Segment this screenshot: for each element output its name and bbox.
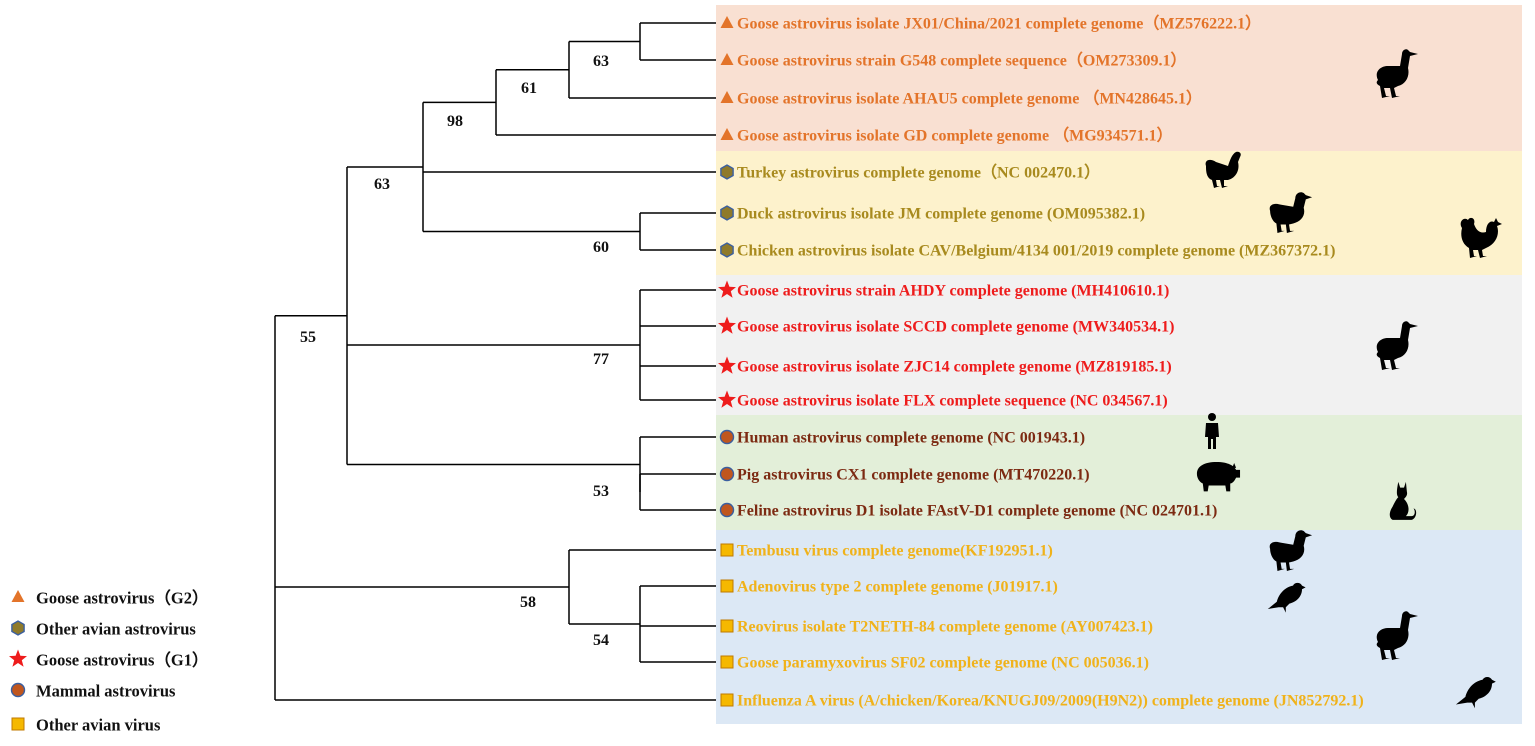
legend-label: Other avian astrovirus <box>36 620 196 639</box>
bootstrap-value: 60 <box>593 239 609 256</box>
taxon-label: Tembusu virus complete genome(KF192951.1… <box>737 543 1053 560</box>
taxon-row: Turkey astrovirus complete genome（NC 002… <box>720 164 1100 182</box>
taxon-label: Goose astrovirus isolate SCCD complete g… <box>737 319 1174 336</box>
circle-marker-icon <box>10 682 26 698</box>
bootstrap-values: 63 61 98 63 60 77 55 53 58 54 <box>300 53 609 649</box>
clade-band-4 <box>716 415 1522 530</box>
triangle-marker-icon <box>720 91 734 103</box>
taxon-row: Reovirus isolate T2NETH-84 complete geno… <box>720 619 1153 636</box>
taxon-row: Tembusu virus complete genome(KF192951.1… <box>720 543 1053 560</box>
star-marker-icon <box>9 649 27 667</box>
taxon-label: Goose astrovirus isolate FLX complete se… <box>737 393 1168 410</box>
bootstrap-value: 98 <box>447 113 463 130</box>
bootstrap-value: 63 <box>374 176 390 193</box>
star-marker-icon <box>718 316 736 334</box>
square-marker-icon <box>720 655 734 669</box>
circle-marker-icon <box>719 429 735 445</box>
taxon-row: Feline astrovirus D1 isolate FAstV-D1 co… <box>719 502 1217 520</box>
legend-label: Goose astrovirus（G1） <box>36 650 209 670</box>
taxon-label: Goose astrovirus isolate JX01/China/2021… <box>737 15 1261 33</box>
taxon-label: Human astrovirus complete genome (NC 001… <box>737 430 1085 447</box>
taxon-label: Goose astrovirus strain AHDY complete ge… <box>737 283 1169 300</box>
taxon-label: Duck astrovirus isolate JM complete geno… <box>737 206 1145 223</box>
taxon-label: Goose paramyxovirus SF02 complete genome… <box>737 655 1149 672</box>
triangle-marker-icon <box>720 53 734 65</box>
bootstrap-value: 61 <box>521 80 537 97</box>
taxon-label: Feline astrovirus D1 isolate FAstV-D1 co… <box>737 503 1217 520</box>
bootstrap-value: 53 <box>593 483 609 500</box>
triangle-marker-icon <box>720 128 734 140</box>
taxon-label: Chicken astrovirus isolate CAV/Belgium/4… <box>737 243 1335 260</box>
taxon-label: Goose astrovirus isolate GD complete gen… <box>737 127 1173 145</box>
taxon-row: Goose astrovirus isolate SCCD complete g… <box>718 316 1174 336</box>
legend-label: Mammal astrovirus <box>36 682 176 701</box>
legend-item: Mammal astrovirus <box>10 682 176 701</box>
taxon-label: Goose astrovirus isolate ZJC14 complete … <box>737 359 1172 376</box>
taxon-row: Influenza A virus (A/chicken/Korea/KNUGJ… <box>720 693 1364 710</box>
square-marker-icon <box>720 543 734 557</box>
star-marker-icon <box>718 390 736 408</box>
clade-band-5 <box>716 530 1522 724</box>
taxon-row: Chicken astrovirus isolate CAV/Belgium/4… <box>720 242 1335 260</box>
hexagon-marker-icon <box>720 164 734 180</box>
taxon-row: Goose astrovirus isolate AHAU5 complete … <box>720 90 1202 108</box>
bootstrap-value: 54 <box>593 632 609 649</box>
taxon-row: Goose astrovirus strain AHDY complete ge… <box>718 280 1169 300</box>
taxon-row: Goose astrovirus isolate GD complete gen… <box>720 127 1173 145</box>
taxon-row: Pig astrovirus CX1 complete genome (MT47… <box>719 466 1090 484</box>
square-marker-icon <box>11 717 25 731</box>
taxon-label: Turkey astrovirus complete genome（NC 002… <box>737 164 1100 182</box>
bootstrap-value: 55 <box>300 329 316 346</box>
legend-item: Other avian astrovirus <box>11 620 196 639</box>
taxon-label: Influenza A virus (A/chicken/Korea/KNUGJ… <box>737 693 1364 710</box>
taxon-row: Goose astrovirus isolate FLX complete se… <box>718 390 1168 410</box>
hexagon-marker-icon <box>720 205 734 221</box>
tree-branches <box>274 22 716 701</box>
star-marker-icon <box>718 356 736 374</box>
hexagon-marker-icon <box>11 620 25 636</box>
square-marker-icon <box>720 579 734 593</box>
clade-background-bands <box>716 5 1522 724</box>
taxon-row: Adenovirus type 2 complete genome (J0191… <box>720 579 1058 596</box>
taxon-label: Adenovirus type 2 complete genome (J0191… <box>737 579 1058 596</box>
circle-marker-icon <box>719 502 735 518</box>
taxon-label: Reovirus isolate T2NETH-84 complete geno… <box>737 619 1153 636</box>
square-marker-icon <box>720 619 734 633</box>
taxon-row: Goose astrovirus isolate ZJC14 complete … <box>718 356 1172 376</box>
taxon-row: Goose astrovirus isolate JX01/China/2021… <box>720 15 1261 33</box>
taxon-row: Goose paramyxovirus SF02 complete genome… <box>720 655 1149 672</box>
legend-label: Goose astrovirus（G2） <box>36 588 209 608</box>
taxon-row: Human astrovirus complete genome (NC 001… <box>719 429 1085 447</box>
legend-item: Goose astrovirus（G2） <box>11 588 209 608</box>
circle-marker-icon <box>719 466 735 482</box>
triangle-marker-icon <box>11 590 25 602</box>
legend-label: Other avian virus <box>36 716 161 735</box>
bootstrap-value: 58 <box>520 594 536 611</box>
taxon-row: Goose astrovirus strain G548 complete se… <box>720 52 1186 70</box>
star-marker-icon <box>718 280 736 298</box>
hexagon-marker-icon <box>720 242 734 258</box>
taxon-label: Goose astrovirus isolate AHAU5 complete … <box>737 90 1202 108</box>
bootstrap-value: 77 <box>593 351 609 368</box>
taxon-label: Pig astrovirus CX1 complete genome (MT47… <box>737 467 1090 484</box>
legend-item: Goose astrovirus（G1） <box>9 649 209 670</box>
triangle-marker-icon <box>720 16 734 28</box>
square-marker-icon <box>720 693 734 707</box>
taxon-row: Duck astrovirus isolate JM complete geno… <box>720 205 1145 223</box>
legend-item: Other avian virus <box>11 716 161 735</box>
taxon-labels: Goose astrovirus isolate JX01/China/2021… <box>718 15 1364 710</box>
clade-band-2 <box>716 151 1522 275</box>
bootstrap-value: 63 <box>593 53 609 70</box>
taxon-label: Goose astrovirus strain G548 complete se… <box>737 52 1186 70</box>
legend: Goose astrovirus（G2） Other avian astrovir… <box>9 588 209 735</box>
